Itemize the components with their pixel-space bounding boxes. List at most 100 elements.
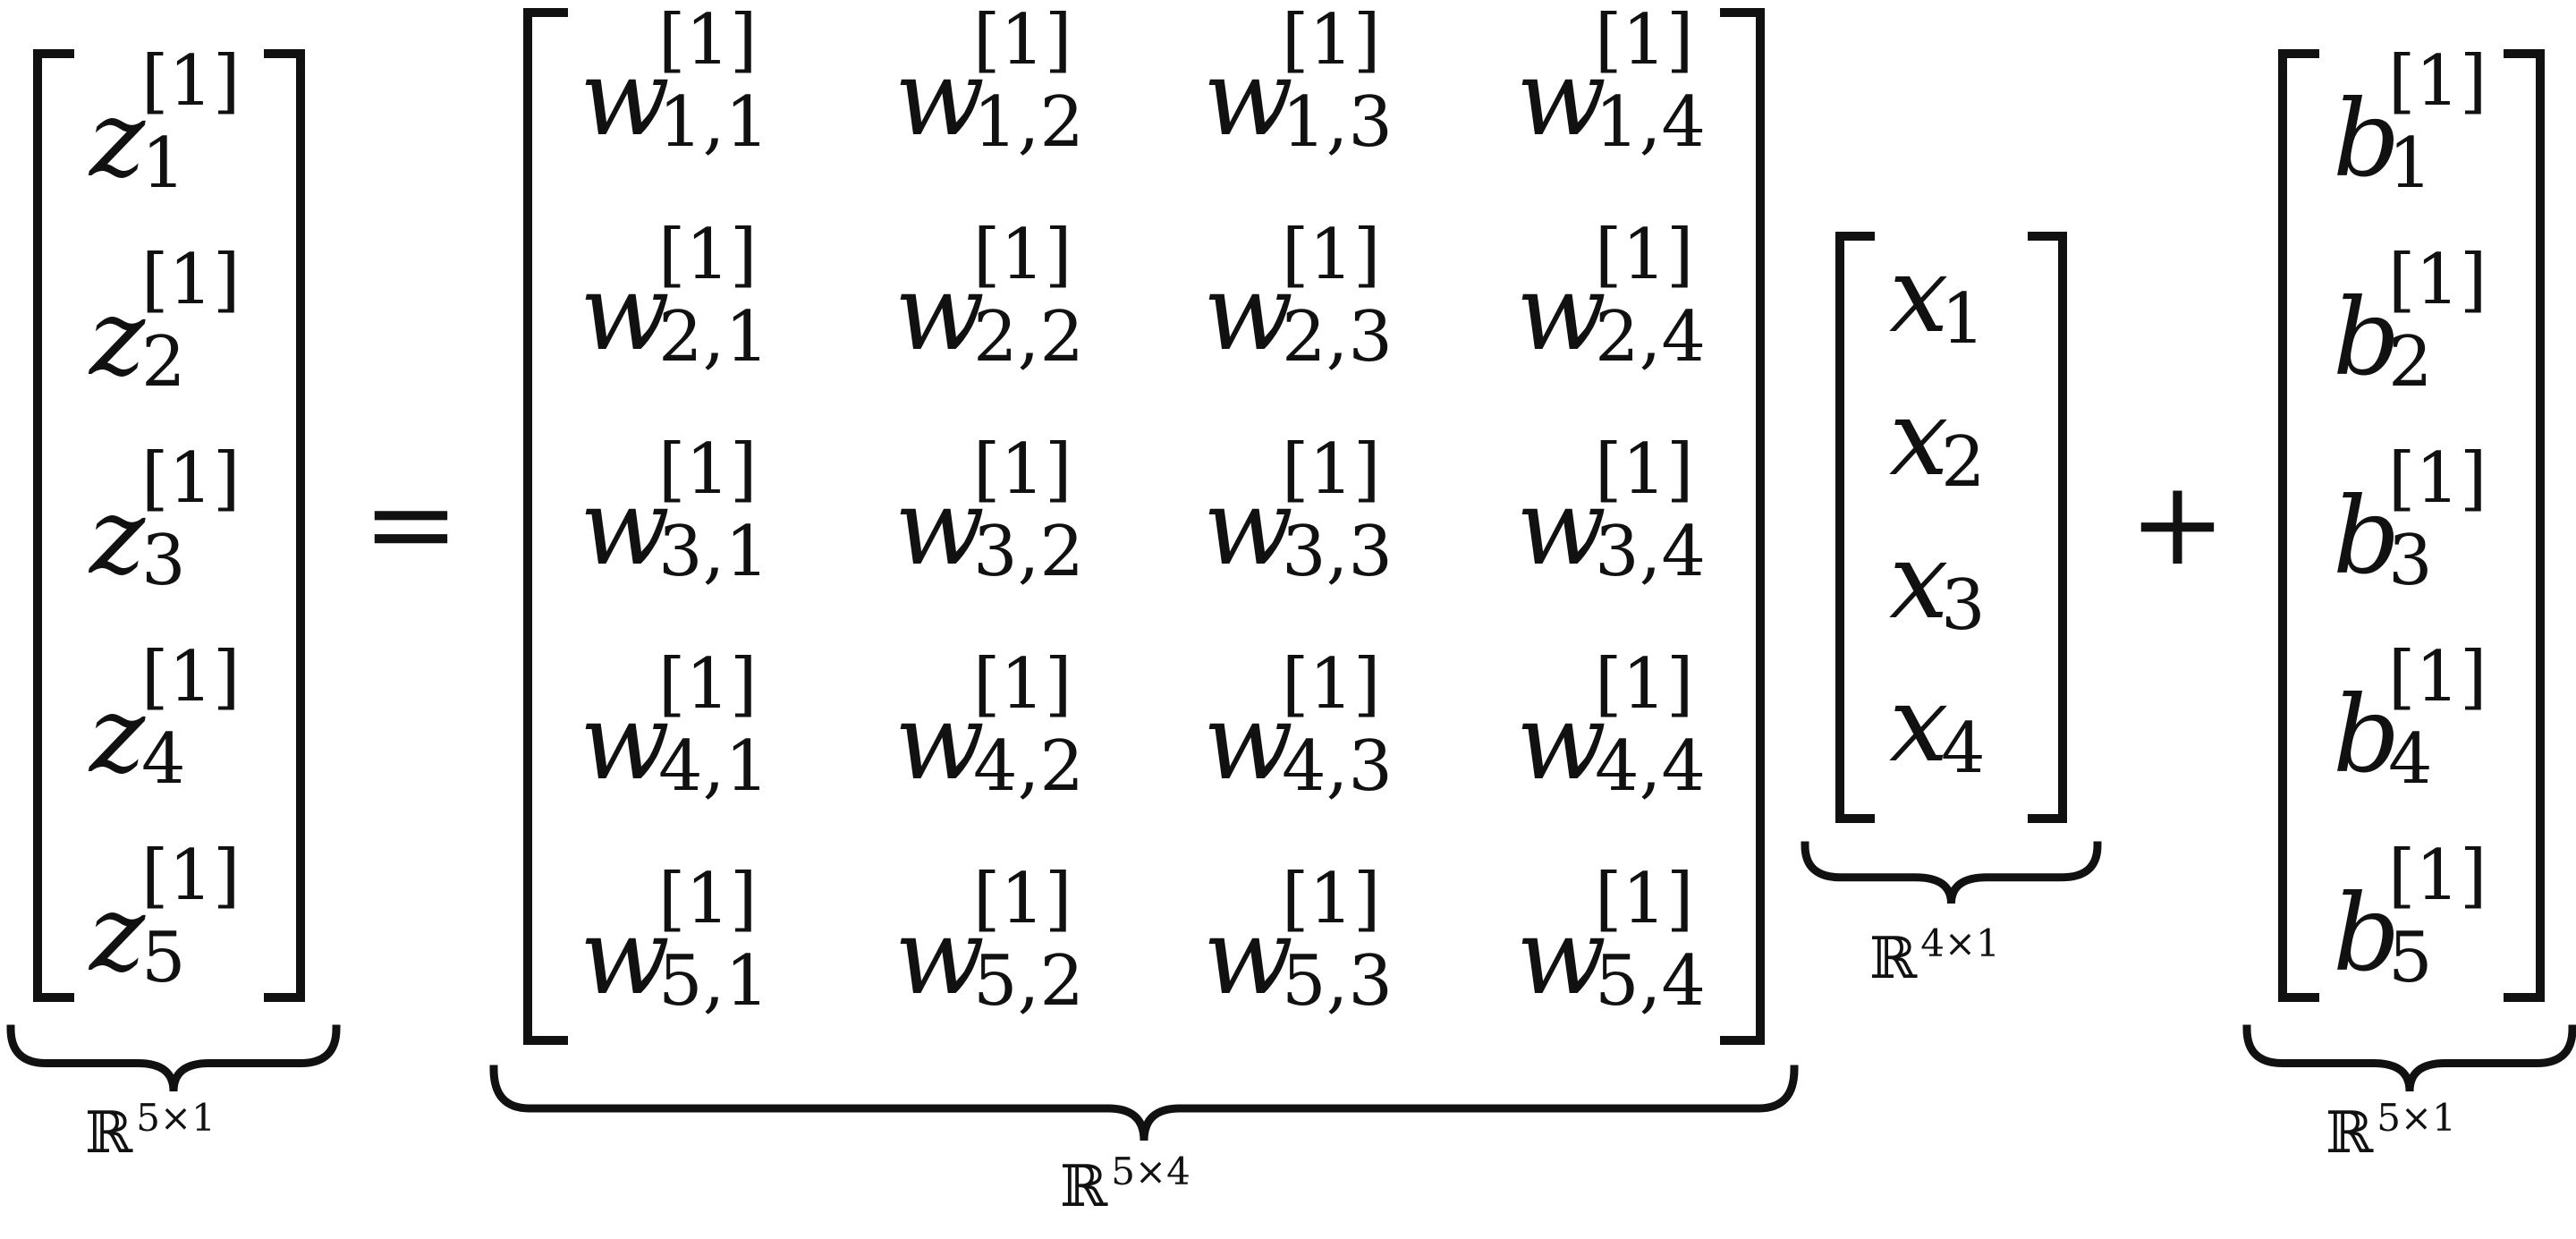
lhs-dimension-label: ℝ5×1 [85,1096,216,1167]
lhs-entry-3-layer-superscript: [1] [141,438,241,519]
weight-entry-1-2-symbol: w [894,36,986,159]
bias-entry-4-symbol: b [2333,673,2401,796]
weight-entry-3-2-symbol: w [894,465,986,589]
weight-entry-4-1-symbol: w [580,680,671,803]
weight-entry-3-3-subscript: 3,3 [1282,512,1394,592]
lhs-entry-1-subscript: 1 [141,123,186,204]
weight-entry-1-2-subscript: 1,2 [973,82,1085,163]
input-entry-4-subscript: 4 [1941,709,1986,789]
weight-entry-3-2-layer-superscript: [1] [973,429,1072,510]
weight-entry-5-4-layer-superscript: [1] [1595,859,1694,939]
lhs-entry-3-symbol: z [89,474,146,598]
bias-entry-5-symbol: b [2333,871,2401,995]
weight-entry-4-3-layer-superscript: [1] [1282,644,1381,725]
plus-sign: + [2129,455,2226,591]
weight-entry-3-1-subscript: 3,1 [658,512,770,592]
weight-entry-3-4-layer-superscript: [1] [1595,429,1694,510]
weight-entry-2-3-symbol: w [1203,250,1294,374]
bias-entry-1-subscript: 1 [2388,123,2433,204]
weight-entry-5-3-layer-superscript: [1] [1282,859,1381,939]
weight-entry-1-1-symbol: w [580,36,671,159]
input-dimension-label: ℝ4×1 [1869,921,2000,992]
input-left-bracket [1835,232,1875,823]
weight-entry-5-3-symbol: w [1203,895,1294,1018]
weight-entry-4-1-layer-superscript: [1] [658,644,758,725]
weight-entry-5-1-layer-superscript: [1] [658,859,758,939]
lhs-entry-4-layer-superscript: [1] [141,637,241,717]
lhs-entry-4-symbol: z [89,673,146,796]
weight-entry-1-3-subscript: 1,3 [1282,82,1394,163]
weights-dimension-label: ℝ5×4 [1060,1150,1191,1220]
bias-entry-2-subscript: 2 [2388,322,2433,403]
weight-entry-3-2-subscript: 3,2 [973,512,1085,592]
weight-entry-3-4-symbol: w [1516,465,1607,589]
weight-entry-3-4-subscript: 3,4 [1595,512,1707,592]
lhs-underbrace [6,1024,341,1092]
weight-entry-1-4-symbol: w [1516,36,1607,159]
input-entry-4-symbol: x [1889,662,1949,785]
weight-entry-1-1-layer-superscript: [1] [658,0,758,81]
weight-entry-3-1-symbol: w [580,465,671,589]
weight-entry-2-4-layer-superscript: [1] [1595,215,1694,295]
weight-entry-2-1-symbol: w [580,250,671,374]
input-entry-3-subscript: 3 [1941,565,1986,646]
input-entry-2-subscript: 2 [1941,422,1986,503]
lhs-entry-2-subscript: 2 [141,322,186,403]
bias-entry-1-layer-superscript: [1] [2388,41,2487,122]
weight-entry-4-4-layer-superscript: [1] [1595,644,1694,725]
lhs-left-bracket [33,49,74,1002]
weight-entry-5-4-subscript: 5,4 [1595,941,1707,1022]
weight-entry-4-2-symbol: w [894,680,986,803]
weight-entry-4-1-subscript: 4,1 [658,726,770,807]
weight-entry-2-1-subscript: 2,1 [658,297,770,378]
weight-entry-5-2-symbol: w [894,895,986,1018]
lhs-entry-3-subscript: 3 [141,521,186,601]
weight-entry-3-3-symbol: w [1203,465,1294,589]
input-entry-2-symbol: x [1889,376,1949,499]
weights-underbrace [489,1065,1799,1141]
lhs-entry-5-layer-superscript: [1] [141,836,241,916]
bias-underbrace [2242,1024,2576,1092]
input-entry-3-symbol: x [1889,519,1949,642]
weight-entry-2-4-subscript: 2,4 [1595,297,1707,378]
input-right-bracket [2028,232,2067,823]
weight-entry-2-1-layer-superscript: [1] [658,215,758,295]
lhs-entry-2-symbol: z [89,276,146,399]
weight-entry-5-4-symbol: w [1516,895,1607,1018]
lhs-entry-4-subscript: 4 [141,719,186,800]
weight-entry-2-2-subscript: 2,2 [973,297,1085,378]
weights-right-bracket [1720,8,1765,1045]
weight-entry-5-3-subscript: 5,3 [1282,941,1394,1022]
weight-entry-4-4-symbol: w [1516,680,1607,803]
weight-entry-2-2-symbol: w [894,250,986,374]
lhs-entry-5-symbol: z [89,871,146,995]
weight-entry-4-2-layer-superscript: [1] [973,644,1072,725]
lhs-entry-1-symbol: z [89,77,146,200]
lhs-entry-5-subscript: 5 [141,918,186,998]
bias-entry-4-subscript: 4 [2388,719,2433,800]
bias-right-bracket [2504,49,2545,1002]
input-underbrace [1801,841,2102,904]
bias-entry-2-layer-superscript: [1] [2388,240,2487,320]
weight-entry-1-1-subscript: 1,1 [658,82,770,163]
weight-entry-1-4-subscript: 1,4 [1595,82,1707,163]
weight-entry-2-3-layer-superscript: [1] [1282,215,1381,295]
bias-entry-3-layer-superscript: [1] [2388,438,2487,519]
weights-left-bracket [523,8,568,1045]
lhs-entry-2-layer-superscript: [1] [141,240,241,320]
equals-sign: = [362,455,460,591]
bias-entry-5-subscript: 5 [2388,918,2433,998]
weight-entry-2-4-symbol: w [1516,250,1607,374]
weight-entry-4-3-subscript: 4,3 [1282,726,1394,807]
weight-entry-1-2-layer-superscript: [1] [973,0,1072,81]
input-entry-1-symbol: x [1889,233,1949,356]
weight-entry-5-1-subscript: 5,1 [658,941,770,1022]
weight-entry-1-4-layer-superscript: [1] [1595,0,1694,81]
lhs-right-bracket [264,49,305,1002]
weight-entry-2-3-subscript: 2,3 [1282,297,1394,378]
weight-entry-4-2-subscript: 4,2 [973,726,1085,807]
bias-entry-1-symbol: b [2333,77,2401,200]
weight-entry-4-4-subscript: 4,4 [1595,726,1707,807]
bias-entry-5-layer-superscript: [1] [2388,836,2487,916]
